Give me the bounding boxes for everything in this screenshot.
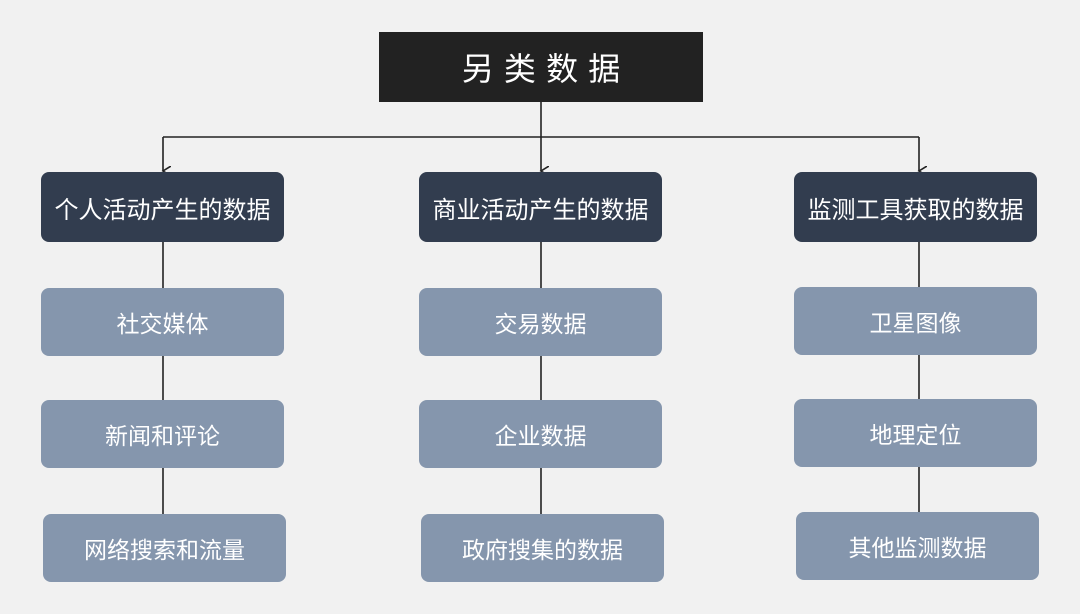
- item-node-other-monitoring: 其他监测数据: [796, 512, 1039, 580]
- category-node-business: 商业活动产生的数据: [419, 172, 662, 242]
- item-label: 新闻和评论: [105, 424, 220, 450]
- item-label: 卫星图像: [869, 311, 962, 337]
- item-label: 社交媒体: [116, 312, 209, 338]
- item-node-government-data: 政府搜集的数据: [421, 514, 664, 582]
- item-node-news-comments: 新闻和评论: [41, 400, 284, 468]
- item-label: 地理定位: [869, 423, 962, 449]
- category-node-monitoring: 监测工具获取的数据: [794, 172, 1037, 242]
- item-node-transaction-data: 交易数据: [419, 288, 662, 356]
- item-node-social-media: 社交媒体: [41, 288, 284, 356]
- root-node: 另 类 数 据: [379, 32, 703, 102]
- item-label: 其他监测数据: [848, 536, 987, 562]
- item-node-enterprise-data: 企业数据: [419, 400, 662, 468]
- category-label: 个人活动产生的数据: [54, 195, 271, 224]
- item-node-geolocation: 地理定位: [794, 399, 1037, 467]
- root-label: 另 类 数 据: [461, 50, 621, 88]
- item-label: 政府搜集的数据: [462, 538, 623, 564]
- category-node-personal: 个人活动产生的数据: [41, 172, 284, 242]
- item-label: 交易数据: [494, 312, 587, 338]
- category-label: 监测工具获取的数据: [807, 195, 1024, 224]
- item-node-satellite-images: 卫星图像: [794, 287, 1037, 355]
- item-node-web-search-traffic: 网络搜索和流量: [43, 514, 286, 582]
- category-label: 商业活动产生的数据: [432, 195, 649, 224]
- item-label: 企业数据: [494, 424, 587, 450]
- item-label: 网络搜索和流量: [84, 538, 245, 564]
